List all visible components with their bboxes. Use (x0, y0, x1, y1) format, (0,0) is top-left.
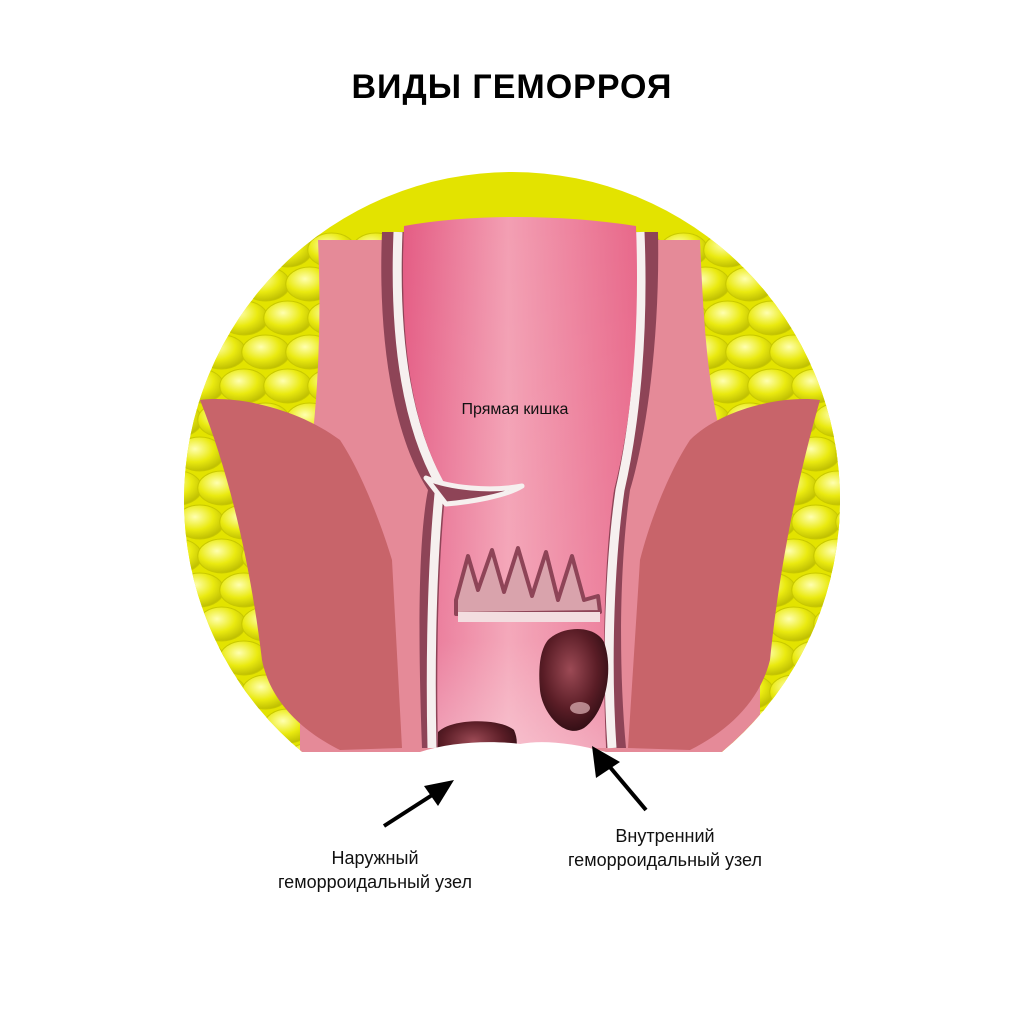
fat-globule (219, 300, 269, 336)
fat-globule (835, 232, 840, 268)
fat-globule (880, 301, 928, 335)
internal-hemorrhoid-label: Внутренний геморроидальный узел (520, 824, 810, 872)
fat-globule (791, 232, 840, 268)
right-mucosa-line (604, 231, 646, 749)
fat-globule (184, 266, 203, 302)
fat-globule (184, 368, 225, 404)
fat-globule (880, 437, 928, 471)
fat-globule (184, 334, 203, 370)
fat-globule (791, 300, 840, 336)
internal-hemorrhoid-node (539, 629, 609, 731)
right-dark-wall (603, 232, 659, 748)
fat-globule (197, 674, 247, 710)
fat-globule (197, 538, 247, 574)
fat-globule (835, 504, 840, 540)
anal-columns (454, 546, 602, 616)
fat-globule (880, 641, 928, 675)
fat-globule (880, 573, 928, 607)
fat-globule (880, 233, 928, 267)
fat-globule (184, 606, 203, 642)
fat-globule (263, 300, 313, 336)
external-label-line1: Наружный (331, 848, 419, 868)
rectum-label: Прямая кишка (461, 401, 569, 418)
fat-globule (184, 504, 225, 540)
fat-globule (747, 232, 797, 268)
fat-globule (747, 368, 797, 404)
fat-globule (835, 436, 840, 472)
fat-globule (184, 470, 203, 506)
internal-arrow (592, 746, 648, 812)
fat-globule (263, 368, 313, 404)
right-sphincter-muscle (628, 399, 820, 750)
fat-globule (197, 334, 247, 370)
fat-globule (858, 267, 906, 301)
fat-globule (835, 708, 840, 744)
fat-globule (747, 300, 797, 336)
fat-globule (769, 674, 819, 710)
fat-globule (791, 504, 840, 540)
fat-globule (184, 538, 203, 574)
page-title: ВИДЫ ГЕМОРРОЯ (351, 68, 673, 106)
left-sphincter-muscle (200, 399, 402, 750)
fat-globule (835, 572, 840, 608)
fat-globule (184, 300, 225, 336)
fat-globule (725, 334, 775, 370)
fat-globule (725, 266, 775, 302)
fat-globule (813, 402, 840, 438)
fat-globule (813, 470, 840, 506)
internal-label-line1: Внутренний (615, 826, 715, 846)
fat-globule (858, 539, 906, 573)
fat-globule (241, 266, 291, 302)
fat-globule (858, 335, 906, 369)
fat-globule (197, 606, 247, 642)
fat-globule (219, 368, 269, 404)
rectal-fold (423, 475, 525, 507)
fat-globule (858, 403, 906, 437)
fat-globule (703, 232, 753, 268)
fat-globule (880, 709, 928, 743)
fat-globule (858, 607, 906, 641)
fat-globule (791, 640, 840, 676)
fat-globule (184, 572, 225, 608)
fat-globule (184, 232, 225, 268)
fat-globule (813, 674, 840, 710)
fat-globule (241, 334, 291, 370)
fat-globule (197, 266, 247, 302)
fat-globule (263, 232, 313, 268)
fat-globule (769, 334, 819, 370)
external-label-line2: геморроидальный узел (278, 872, 472, 892)
external-arrow (382, 780, 454, 828)
fat-globule (219, 232, 269, 268)
fat-globule (880, 505, 928, 539)
fat-globule (835, 368, 840, 404)
fat-globule (184, 402, 203, 438)
fat-globule (813, 334, 840, 370)
fat-globule (219, 708, 269, 744)
fat-globule (769, 266, 819, 302)
fat-globule (791, 708, 840, 744)
fat-globule (813, 538, 840, 574)
fat-globule (791, 572, 840, 608)
fat-globule (703, 300, 753, 336)
fat-globule (835, 640, 840, 676)
fat-globule (880, 369, 928, 403)
fat-globule (184, 640, 225, 676)
fat-globule (184, 708, 225, 744)
fat-globule (858, 675, 906, 709)
fat-globule (813, 266, 840, 302)
fat-globule (835, 300, 840, 336)
internal-label-line2: геморроидальный узел (568, 850, 762, 870)
fat-globule (769, 606, 819, 642)
fat-globule (184, 674, 203, 710)
fat-globule (813, 606, 840, 642)
fat-globule (791, 368, 840, 404)
fat-globule (858, 471, 906, 505)
external-hemorrhoid-label: Наружный геморроидальный узел (230, 846, 520, 894)
